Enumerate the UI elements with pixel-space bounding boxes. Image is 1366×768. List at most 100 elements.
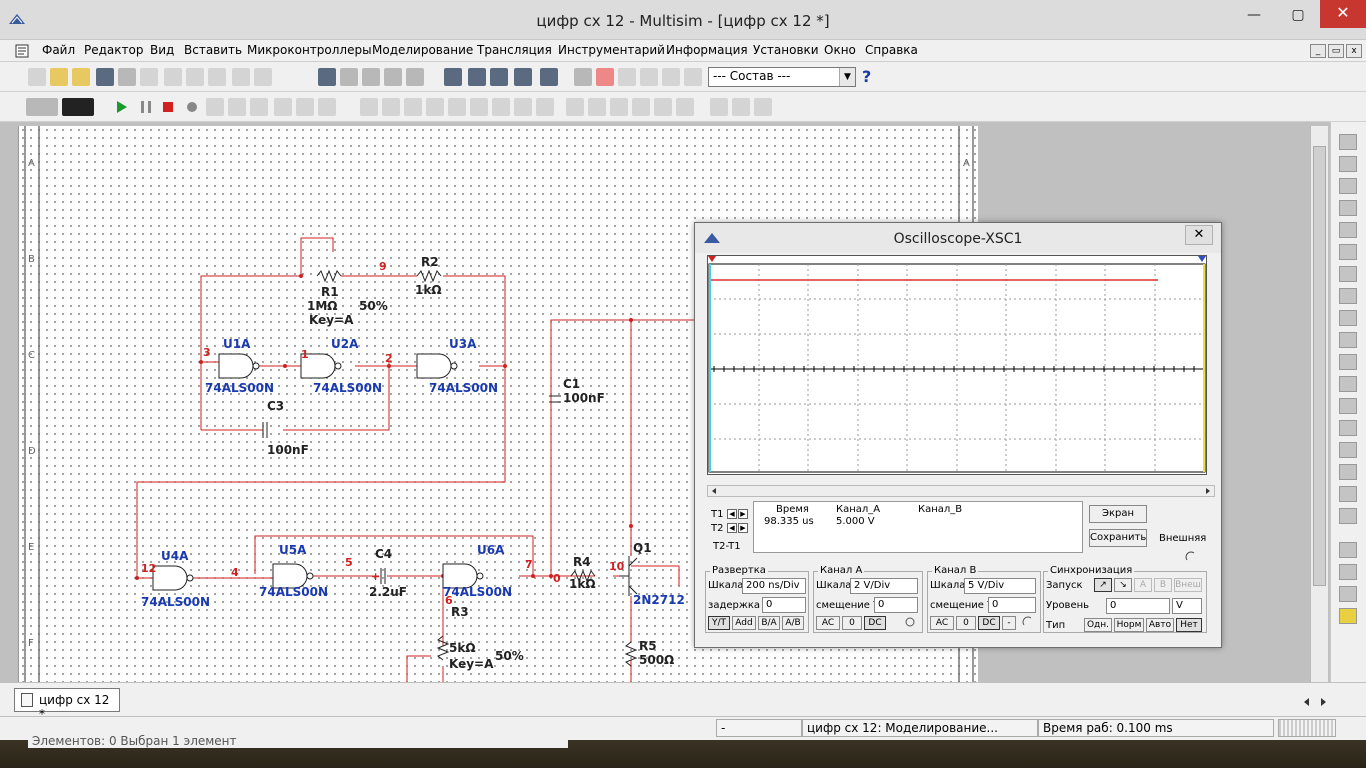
place-transistor-icon[interactable] xyxy=(426,98,444,116)
mode-yt-button[interactable]: Y/T xyxy=(708,616,730,630)
logic-analyzer-icon[interactable] xyxy=(1339,310,1357,326)
r1-symbol[interactable] xyxy=(316,269,342,283)
oscilloscope-hscroll[interactable] xyxy=(707,485,1215,497)
spreadsheet-icon[interactable] xyxy=(468,68,486,86)
mdi-restore-button[interactable]: ▭ xyxy=(1328,44,1344,58)
menu-reports[interactable]: Информация xyxy=(666,43,748,57)
area-select-icon[interactable] xyxy=(618,68,636,86)
real-instrument-icon[interactable] xyxy=(62,98,94,116)
oscilloscope-screen[interactable] xyxy=(707,255,1207,475)
undo-icon[interactable] xyxy=(232,68,250,86)
multimeter-icon[interactable] xyxy=(1339,134,1357,150)
mode-add-button[interactable]: Add xyxy=(732,616,756,630)
place-diode-icon[interactable] xyxy=(404,98,422,116)
channel-b-zero-button[interactable]: 0 xyxy=(956,616,976,630)
cursor-t2-handle[interactable] xyxy=(1198,256,1206,262)
grapher-icon[interactable] xyxy=(540,68,558,86)
place-hierarchical-block-icon[interactable] xyxy=(732,98,750,116)
reverse-screen-button[interactable]: Экран xyxy=(1089,505,1147,523)
maximize-button[interactable]: ▢ xyxy=(1291,7,1305,23)
scroll-thumb[interactable] xyxy=(1313,146,1326,586)
place-indicator-icon[interactable] xyxy=(566,98,584,116)
current-probe-icon[interactable] xyxy=(1339,586,1357,602)
channel-b-dc-button[interactable]: DC xyxy=(978,616,1000,630)
place-mixed-icon[interactable] xyxy=(536,98,554,116)
measurement-probe-icon[interactable] xyxy=(1339,542,1357,558)
pause-simulation-icon[interactable] xyxy=(138,99,154,115)
channel-a-terminal-icon[interactable] xyxy=(904,616,916,628)
place-bus-icon[interactable] xyxy=(754,98,772,116)
print-icon[interactable] xyxy=(118,68,136,86)
zoom-fit-icon[interactable] xyxy=(406,68,424,86)
zoom-area-icon[interactable] xyxy=(384,68,402,86)
stop-simulation-icon[interactable] xyxy=(160,99,176,115)
network-analyzer-icon[interactable] xyxy=(1339,420,1357,436)
channel-a-ac-button[interactable]: AC xyxy=(816,616,840,630)
agilent-oscilloscope-icon[interactable] xyxy=(1339,486,1357,502)
open-sample-icon[interactable] xyxy=(72,68,90,86)
place-mcu-icon[interactable] xyxy=(710,98,728,116)
run-to-cursor-icon[interactable] xyxy=(274,98,292,116)
document-menu-icon[interactable] xyxy=(14,44,32,58)
wattmeter-icon[interactable] xyxy=(1339,178,1357,194)
print-preview-icon[interactable] xyxy=(140,68,158,86)
four-channel-oscilloscope-icon[interactable] xyxy=(1339,222,1357,238)
place-cmos-icon[interactable] xyxy=(492,98,510,116)
spectrum-analyzer-icon[interactable] xyxy=(1339,398,1357,414)
step-into-icon[interactable] xyxy=(228,98,246,116)
place-analog-icon[interactable] xyxy=(448,98,466,116)
mode-ab-button[interactable]: A/B xyxy=(782,616,804,630)
place-misc-digital-icon[interactable] xyxy=(514,98,532,116)
mdi-minimize-button[interactable]: _ xyxy=(1310,44,1326,58)
agilent-multimeter-icon[interactable] xyxy=(1339,464,1357,480)
menu-options[interactable]: Установки xyxy=(753,43,819,57)
place-misc-icon[interactable] xyxy=(610,98,628,116)
new-file-icon[interactable] xyxy=(28,68,46,86)
ultiboard-forward-annotate-icon[interactable] xyxy=(662,68,680,86)
redo-icon[interactable] xyxy=(254,68,272,86)
scroll-right-icon[interactable] xyxy=(1318,697,1328,707)
iv-analyzer-icon[interactable] xyxy=(1339,354,1357,370)
virtual-instrument-icon[interactable] xyxy=(26,98,58,116)
t1-right-arrow-icon[interactable]: ▶ xyxy=(738,509,748,519)
falling-edge-icon[interactable]: ↘ xyxy=(1114,578,1132,592)
hierarchy-icon[interactable] xyxy=(444,68,462,86)
place-power-icon[interactable] xyxy=(588,98,606,116)
x-position-field[interactable]: 0 xyxy=(762,597,806,613)
tab-circuit[interactable]: цифр сх 12 * xyxy=(14,688,120,721)
scroll-left-icon[interactable] xyxy=(710,487,718,495)
frequency-counter-icon[interactable] xyxy=(1339,266,1357,282)
r3-symbol[interactable] xyxy=(436,635,450,661)
t2-right-arrow-icon[interactable]: ▶ xyxy=(738,523,748,533)
help-button[interactable]: ? xyxy=(862,67,872,86)
trigger-source-ext-button[interactable]: Внеш xyxy=(1174,578,1202,592)
copy-icon[interactable] xyxy=(186,68,204,86)
place-rf-icon[interactable] xyxy=(654,98,672,116)
zoom-out-icon[interactable] xyxy=(362,68,380,86)
trigger-none-button[interactable]: Нет xyxy=(1176,618,1202,632)
channel-a-dc-button[interactable]: DC xyxy=(864,616,886,630)
chevron-down-icon[interactable]: ▼ xyxy=(839,68,855,86)
channel-a-ypos-field[interactable]: 0 xyxy=(874,597,918,613)
open-folder-icon[interactable] xyxy=(50,68,68,86)
channel-a-zero-button[interactable]: 0 xyxy=(842,616,862,630)
ultiboard-back-annotate-icon[interactable] xyxy=(640,68,658,86)
menu-help[interactable]: Справка xyxy=(865,43,918,57)
r4-symbol[interactable] xyxy=(570,569,596,583)
t2-left-arrow-icon[interactable]: ◀ xyxy=(727,523,737,533)
paste-icon[interactable] xyxy=(208,68,226,86)
cursor-t1-handle[interactable] xyxy=(708,256,716,262)
close-button[interactable]: ✕ xyxy=(1320,0,1366,28)
oscilloscope-icon[interactable] xyxy=(1339,200,1357,216)
place-source-icon[interactable] xyxy=(360,98,378,116)
menu-tools[interactable]: Инструментарий xyxy=(558,43,665,57)
place-basic-icon[interactable] xyxy=(382,98,400,116)
zoom-in-icon[interactable] xyxy=(340,68,358,86)
remove-breakpoints-icon[interactable] xyxy=(318,98,336,116)
erc-icon[interactable] xyxy=(596,68,614,86)
word-generator-icon[interactable] xyxy=(1339,288,1357,304)
multisim-app-icon[interactable] xyxy=(8,12,26,26)
tektronix-oscilloscope-icon[interactable] xyxy=(1339,508,1357,524)
t1-left-arrow-icon[interactable]: ◀ xyxy=(727,509,737,519)
menu-insert[interactable]: Вставить xyxy=(184,43,243,57)
